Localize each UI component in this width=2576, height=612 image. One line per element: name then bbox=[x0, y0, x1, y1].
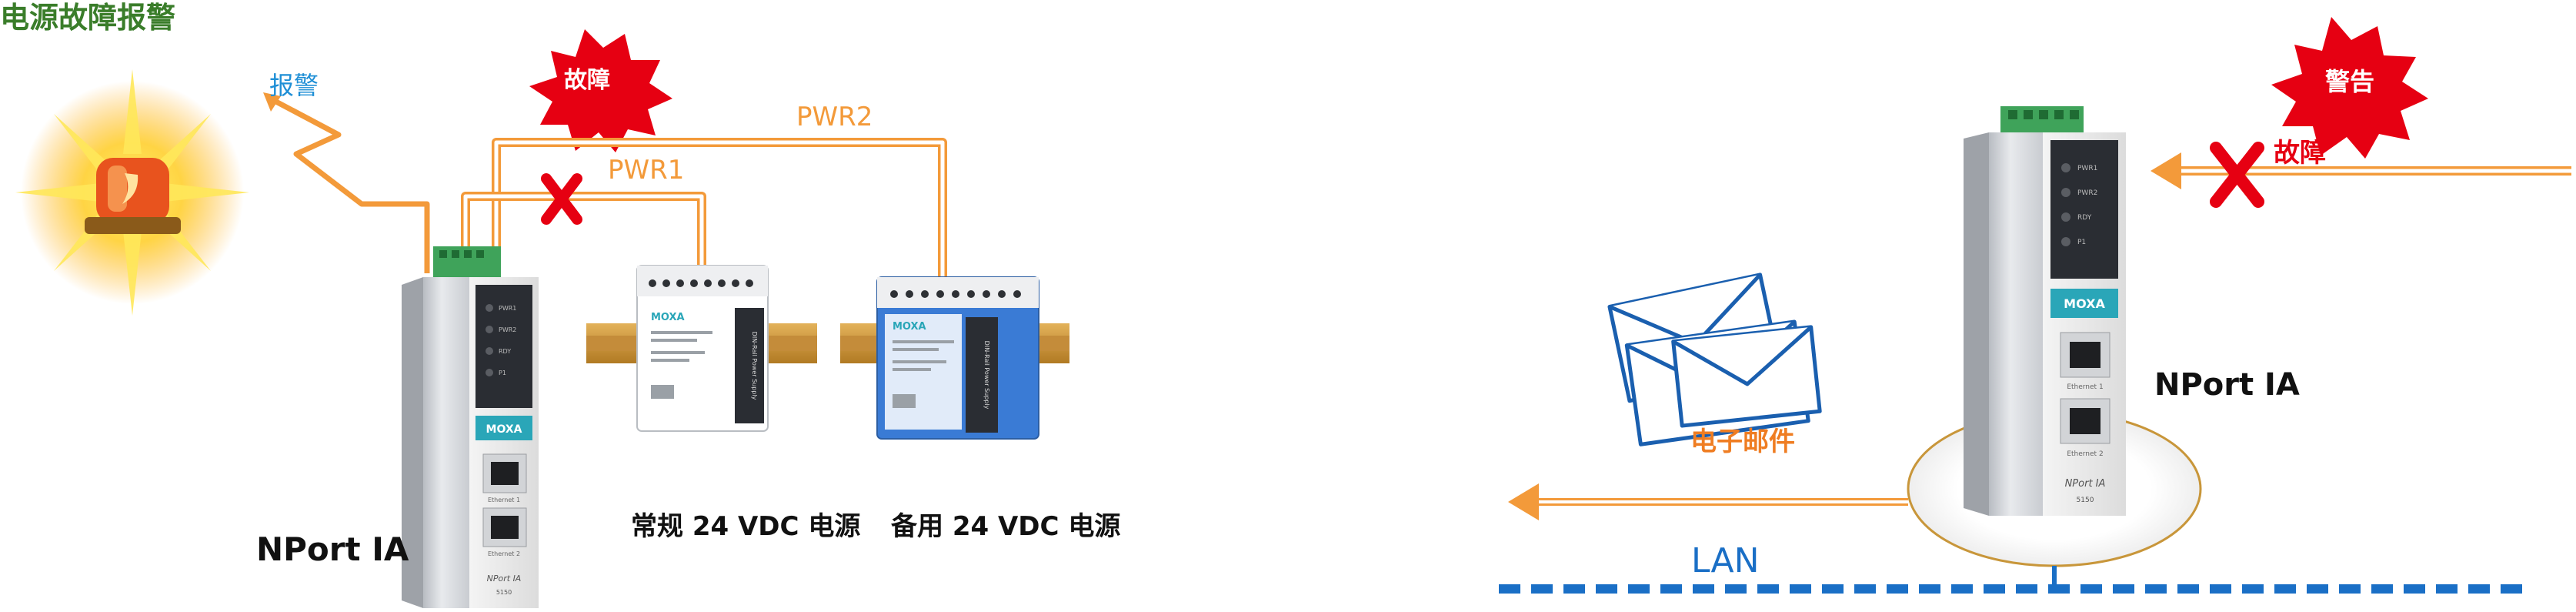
backup-power-supply: MOXA DIN-Rail Power Supply bbox=[840, 276, 1069, 440]
right-ethernet-port-1 bbox=[2060, 332, 2111, 378]
left-device-model: NPort IA bbox=[487, 574, 522, 584]
alarm-beacon-icon bbox=[15, 69, 249, 316]
left-device-brand: MOXA bbox=[486, 423, 522, 436]
right-port2-label: Ethernet 2 bbox=[2067, 450, 2103, 458]
left-port2-label: Ethernet 2 bbox=[488, 550, 520, 557]
email-label: 电子邮件 bbox=[1690, 426, 1795, 457]
right-led-label-p1: P1 bbox=[2077, 239, 2086, 246]
pwr1-label: PWR1 bbox=[608, 155, 684, 186]
fault-burst-icon bbox=[529, 29, 672, 152]
right-device-brand: MOXA bbox=[2064, 296, 2105, 311]
pwr2-wire bbox=[492, 138, 947, 281]
warning-burst-label: 警告 bbox=[2325, 67, 2374, 96]
right-port1-label: Ethernet 1 bbox=[2067, 383, 2103, 391]
left-device-model-no: 5150 bbox=[496, 589, 512, 596]
primary-supply-label: 常规 24 VDC 电源 bbox=[631, 511, 860, 542]
right-power-wire bbox=[2151, 152, 2571, 189]
left-ethernet-port-2 bbox=[482, 507, 527, 547]
lan-label: LAN bbox=[1691, 541, 1760, 580]
pwr1-wire bbox=[461, 192, 706, 266]
right-led-label-rdy: RDY bbox=[2077, 214, 2092, 222]
alarm-label: 报警 bbox=[269, 71, 319, 100]
primary-psu-side-text: DIN-Rail Power Supply bbox=[751, 332, 758, 400]
left-title: 电源故障报警 bbox=[0, 1, 175, 35]
backup-psu-side-text: DIN-Rail Power Supply bbox=[983, 341, 990, 410]
right-led-label-pwr2: PWR2 bbox=[2077, 189, 2097, 197]
left-led-label-pwr1: PWR1 bbox=[499, 305, 516, 312]
right-nport-device: PWR1 PWR2 RDY P1 MOXA Ethernet 1 Etherne… bbox=[1964, 106, 2126, 589]
primary-power-supply: MOXA DIN-Rail Power Supply bbox=[586, 265, 817, 432]
right-device-model: NPort IA bbox=[2065, 478, 2106, 490]
primary-psu-brand: MOXA bbox=[651, 312, 685, 323]
left-led-label-rdy: RDY bbox=[499, 348, 511, 355]
warning-burst-icon bbox=[2271, 17, 2428, 159]
pwr2-label: PWR2 bbox=[796, 102, 873, 132]
fault-burst-label: 故障 bbox=[564, 67, 610, 94]
left-led-label-p1: P1 bbox=[499, 370, 506, 376]
left-nport-device: PWR1 PWR2 RDY P1 MOXA Ethernet 1 Etherne… bbox=[402, 246, 539, 608]
right-device-name: NPort IA bbox=[2154, 367, 2300, 403]
right-fault-x-icon bbox=[2210, 142, 2264, 208]
right-ethernet-port-2 bbox=[2060, 398, 2111, 444]
alarm-signal-arrow bbox=[263, 92, 430, 273]
pwr1-fault-x-icon bbox=[541, 173, 582, 225]
right-fault-label: 故障 bbox=[2274, 138, 2326, 169]
email-envelopes-icon bbox=[1607, 273, 1822, 446]
right-device-model-no: 5150 bbox=[2077, 497, 2094, 504]
backup-supply-label: 备用 24 VDC 电源 bbox=[891, 511, 1120, 542]
right-led-label-pwr1: PWR1 bbox=[2077, 165, 2097, 172]
left-ethernet-port-1 bbox=[482, 453, 527, 493]
left-port1-label: Ethernet 1 bbox=[488, 497, 520, 503]
left-device-name: NPort IA bbox=[256, 530, 409, 568]
left-led-label-pwr2: PWR2 bbox=[499, 326, 516, 333]
backup-psu-brand: MOXA bbox=[893, 321, 926, 333]
